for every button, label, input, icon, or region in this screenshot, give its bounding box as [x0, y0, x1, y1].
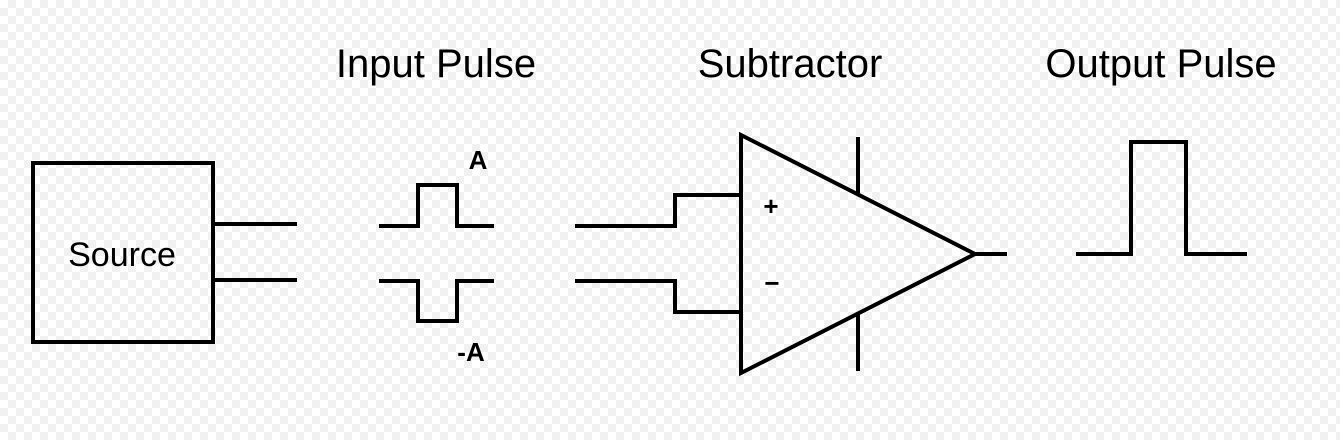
minus-input-sign: − [764, 268, 779, 298]
op-amp-triangle [739, 131, 980, 377]
source-block: Source [31, 161, 297, 344]
subtractor-block: + − [575, 131, 1007, 377]
positive-amplitude-label: A [469, 145, 488, 175]
positive-pulse-waveform [379, 183, 494, 228]
subtractor-title: Subtractor [698, 42, 883, 86]
output-pulse-title: Output Pulse [1045, 42, 1276, 86]
source-box [31, 161, 215, 344]
input-pulse-title: Input Pulse [336, 42, 536, 86]
non-inverting-input-wire [575, 193, 741, 228]
plus-input-sign: + [763, 191, 778, 221]
negative-pulse-waveform [379, 279, 494, 323]
output-pulse-waveform [1076, 140, 1247, 256]
negative-amplitude-label: -A [457, 337, 485, 367]
input-pulse-group: A -A [379, 145, 494, 367]
inverting-input-wire [575, 279, 741, 314]
source-label: Source [68, 236, 176, 274]
